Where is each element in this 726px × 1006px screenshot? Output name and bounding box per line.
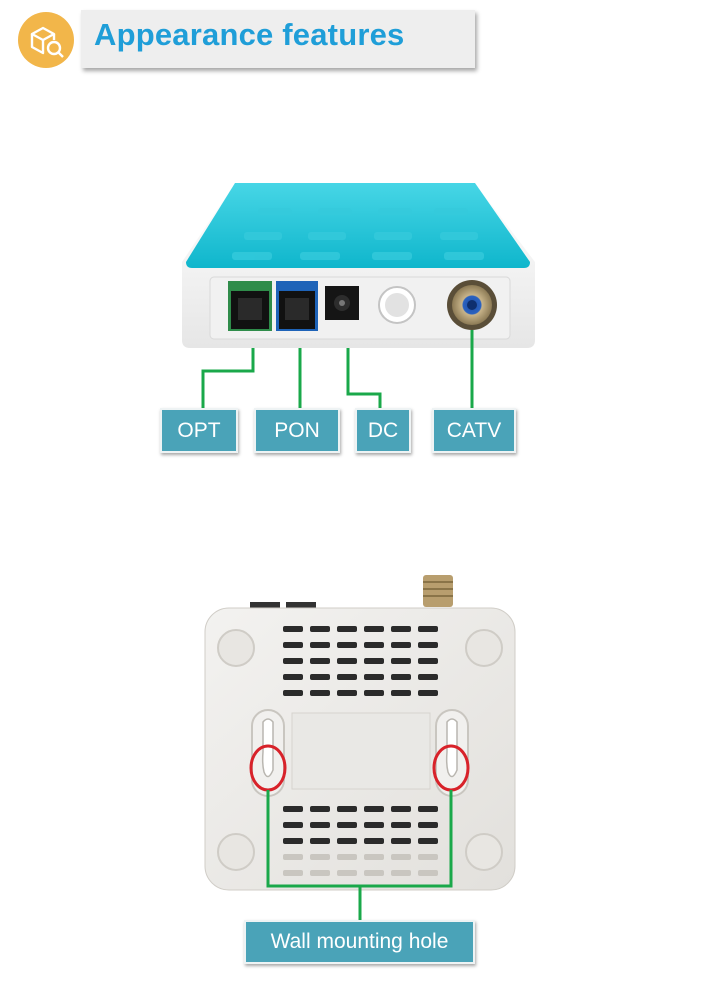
vent-slot <box>418 854 438 860</box>
bottom-connector-lines <box>266 790 453 921</box>
vent-slot <box>283 658 303 664</box>
vent-slot <box>418 642 438 648</box>
vent-slot <box>364 626 384 632</box>
vent-slot <box>337 838 357 844</box>
power-button <box>378 286 416 324</box>
vent-slot <box>337 658 357 664</box>
vent-slot <box>418 674 438 680</box>
vent-slot <box>364 674 384 680</box>
vent-slot <box>391 690 411 696</box>
vent-slot <box>391 822 411 828</box>
vent-slot <box>364 854 384 860</box>
vent-slot <box>283 642 303 648</box>
vent-slot <box>310 658 330 664</box>
vent-slot <box>418 626 438 632</box>
device-bottom <box>204 575 516 891</box>
vent-slot <box>391 642 411 648</box>
vent-slot <box>418 838 438 844</box>
pon-port <box>276 281 318 331</box>
vent-slot <box>391 626 411 632</box>
vent-slot <box>337 806 357 812</box>
vent-slot <box>310 626 330 632</box>
opt-port <box>228 281 272 331</box>
vent-slot <box>337 626 357 632</box>
vent-slot <box>364 658 384 664</box>
vent-slot <box>283 674 303 680</box>
vent-slot <box>364 642 384 648</box>
vent-slot <box>337 690 357 696</box>
vent-slot <box>391 870 411 876</box>
vent-slot <box>283 626 303 632</box>
vent-slot <box>418 690 438 696</box>
vent-slot <box>364 838 384 844</box>
vent-slot <box>337 854 357 860</box>
dc-jack <box>325 286 359 320</box>
vent-slot <box>310 854 330 860</box>
port-label-catv: CATV <box>432 408 516 453</box>
vent-slot <box>283 838 303 844</box>
header-bar <box>81 10 475 68</box>
vent-slot <box>310 822 330 828</box>
vent-slot <box>310 690 330 696</box>
vent-slot <box>283 822 303 828</box>
vent-slot <box>310 838 330 844</box>
port-label-pon: PON <box>254 408 340 453</box>
vent-slot <box>337 870 357 876</box>
vent-slot <box>364 870 384 876</box>
vent-slot <box>391 806 411 812</box>
vent-slot <box>418 658 438 664</box>
front-connector-lines <box>201 330 474 408</box>
vent-slot <box>283 854 303 860</box>
box-search-icon <box>18 12 74 68</box>
vent-slot <box>337 822 357 828</box>
vent-slot <box>310 806 330 812</box>
vent-slot <box>310 870 330 876</box>
wall-mount-label: Wall mounting hole <box>244 920 475 964</box>
vent-slot <box>391 854 411 860</box>
vent-slot <box>418 806 438 812</box>
vent-slot <box>391 838 411 844</box>
vent-slots <box>283 626 438 876</box>
vent-slot <box>337 642 357 648</box>
vent-slot <box>418 870 438 876</box>
vent-slot <box>283 806 303 812</box>
vent-slot <box>283 870 303 876</box>
port-label-dc: DC <box>355 408 411 453</box>
catv-connector <box>447 280 497 330</box>
vent-slot <box>310 642 330 648</box>
vent-slot <box>283 690 303 696</box>
vent-slot <box>391 674 411 680</box>
vent-slot <box>364 806 384 812</box>
vent-slot <box>364 822 384 828</box>
port-label-opt: OPT <box>160 408 238 453</box>
vent-slot <box>418 822 438 828</box>
vent-slot <box>391 658 411 664</box>
vent-slot <box>310 674 330 680</box>
vent-slot <box>337 674 357 680</box>
vent-slot <box>364 690 384 696</box>
page-title: Appearance features <box>94 17 405 52</box>
